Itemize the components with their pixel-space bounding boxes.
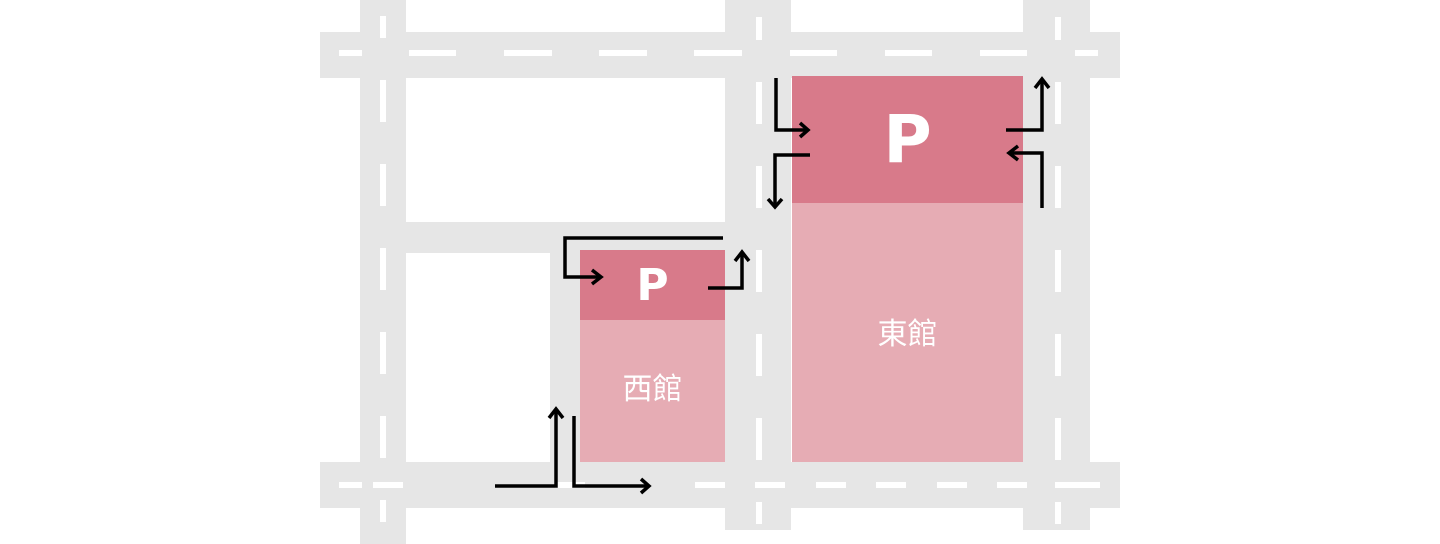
east-building: P 東館 [792, 76, 1023, 462]
east-parking-area[interactable]: P [792, 76, 1023, 203]
arrow-icon-west-exit-bottom [572, 416, 652, 495]
arrow-icon-east-exit-left [766, 153, 810, 210]
arrow-icon-east-exit-right [1006, 76, 1051, 132]
arrow-icon-east-entry-left [774, 78, 811, 139]
arrow-icon-west-entry-bottom [495, 406, 565, 488]
west-building-body: 西館 [580, 320, 725, 462]
east-building-body: 東館 [792, 203, 1023, 462]
west-parking-area[interactable]: P [580, 250, 725, 320]
parking-label-west: P [636, 259, 669, 311]
west-building-label: 西館 [622, 372, 683, 407]
west-building: P 西館 [580, 250, 725, 462]
parking-label-east: P [883, 101, 932, 178]
arrow-icon-west-exit-right [708, 249, 751, 290]
east-building-label: 東館 [877, 316, 938, 352]
arrow-icon-west-entry-top [563, 236, 723, 286]
arrow-icon-east-entry-right [1006, 144, 1044, 208]
